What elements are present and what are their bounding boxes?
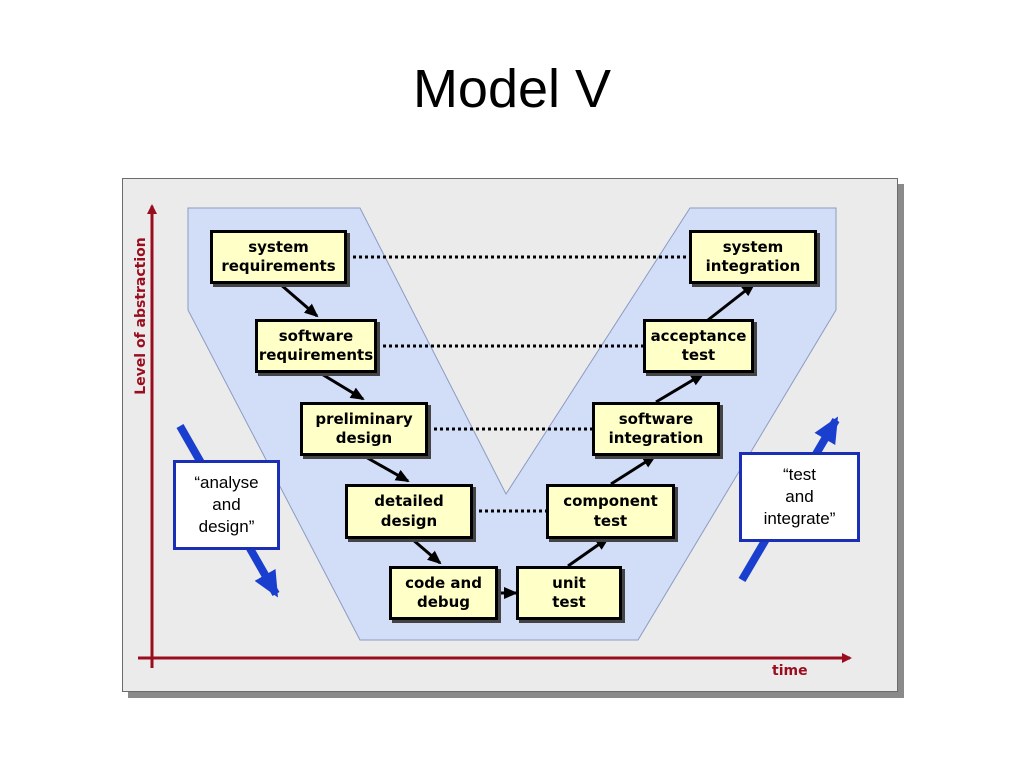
step-acceptance-test: acceptance test [643,319,754,373]
x-axis-label: time [772,663,808,679]
arrow-prelim-to-detailed [363,454,410,483]
step-software-requirements: software requirements [255,319,377,373]
step-preliminary-design: preliminary design [300,402,428,456]
step-detailed-design: detailed design [345,484,473,539]
arrow-unit-to-component [567,536,610,568]
step-system-requirements: system requirements [210,230,347,284]
phase-test-and-integrate: “test and integrate” [739,452,860,542]
arrow-acceptance-to-sysint [707,282,756,322]
slide-title: Model V [412,59,612,119]
arrow-sysreq-to-swreq [279,282,319,318]
step-component-test: component test [546,484,675,539]
step-system-integration: system integration [689,230,817,284]
step-software-integration: software integration [592,402,720,456]
phase-analyse-and-design: “analyse and design” [173,460,280,550]
step-unit-test: unit test [516,566,622,620]
y-axis-label: Level of abstraction [133,237,149,395]
arrow-swreq-to-prelim [319,371,365,401]
step-code-and-debug: code and debug [389,566,498,620]
arrow-component-to-swint [610,454,657,486]
arrow-swint-to-acceptance [655,372,705,404]
arrow-detailed-to-code [411,537,442,565]
